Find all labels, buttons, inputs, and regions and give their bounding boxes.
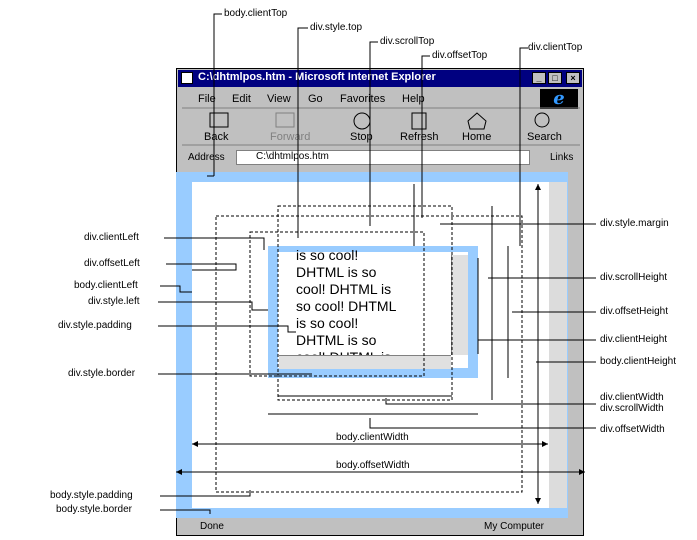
label-body-offsetwidth: body.offsetWidth	[336, 460, 410, 471]
label-div-clientleft: div.clientLeft	[84, 232, 139, 243]
links-button[interactable]: Links	[550, 152, 574, 163]
label-div-clienttop: div.clientTop	[528, 42, 583, 53]
label-div-style-left: div.style.left	[88, 296, 140, 307]
stop-icon	[353, 112, 371, 130]
label-div-offsetwidth: div.offsetWidth	[600, 424, 665, 435]
label-body-clientheight: body.clientHeight	[600, 356, 676, 367]
address-input[interactable]	[236, 150, 530, 165]
title-bar	[178, 70, 582, 87]
menu-file[interactable]: File	[198, 93, 216, 105]
ie-logo-icon: e	[540, 89, 578, 109]
status-my-computer: My Computer	[484, 521, 545, 532]
label-div-scrollwidth: div.scrollWidth	[600, 403, 664, 414]
label-body-style-border: body.style.border	[56, 504, 132, 515]
label-div-offsettop: div.offsetTop	[432, 50, 488, 61]
forward-arrow-icon	[275, 112, 295, 128]
back-button[interactable]: Back	[204, 131, 229, 143]
menu-view[interactable]: View	[267, 93, 291, 105]
label-div-style-padding: div.style.padding	[58, 320, 132, 331]
div-scroll-text: is so cool! DHTML is so cool! DHTML is s…	[296, 247, 397, 355]
address-label: Address	[188, 152, 225, 163]
label-div-clientwidth: div.clientWidth	[600, 392, 664, 403]
stop-button[interactable]: Stop	[350, 131, 373, 143]
menu-help[interactable]: Help	[402, 93, 425, 105]
label-div-offsetheight: div.offsetHeight	[600, 306, 669, 317]
home-button[interactable]: Home	[462, 131, 492, 143]
home-icon	[467, 112, 487, 130]
close-button[interactable]: ×	[566, 72, 580, 84]
label-div-clientheight: div.clientHeight	[600, 334, 668, 345]
menu-edit[interactable]: Edit	[232, 93, 251, 105]
label-div-style-top: div.style.top	[310, 22, 363, 33]
menu-go[interactable]: Go	[308, 93, 323, 105]
label-body-clientwidth: body.clientWidth	[336, 432, 409, 443]
window-title: C:\dhtmlpos.htm - Microsoft Internet Exp…	[198, 71, 436, 83]
ie-window-icon	[181, 72, 193, 84]
label-body-style-padding: body.style.padding	[50, 490, 133, 501]
div-horizontal-scrollbar[interactable]	[279, 355, 451, 369]
label-div-scrolltop: div.scrollTop	[380, 36, 435, 47]
forward-button[interactable]: Forward	[270, 131, 311, 143]
search-button[interactable]: Search	[527, 131, 562, 143]
status-bar	[178, 518, 582, 534]
address-value: C:\dhtmlpos.htm	[256, 151, 329, 162]
status-done: Done	[200, 521, 224, 532]
label-body-clientleft: body.clientLeft	[74, 280, 138, 291]
label-div-offsetleft: div.offsetLeft	[84, 258, 140, 269]
back-arrow-icon	[209, 112, 229, 128]
menu-favorites[interactable]: Favorites	[340, 93, 386, 105]
minimize-button[interactable]: _	[532, 72, 546, 84]
label-div-scrollheight: div.scrollHeight	[600, 272, 668, 283]
search-icon	[534, 112, 550, 128]
refresh-button[interactable]: Refresh	[400, 131, 439, 143]
maximize-button[interactable]: □	[548, 72, 562, 84]
body-vertical-scrollbar[interactable]	[549, 182, 567, 508]
div-client-area	[278, 252, 468, 368]
label-div-style-margin: div.style.margin	[600, 218, 669, 229]
label-body-clienttop: body.clientTop	[224, 8, 288, 19]
refresh-icon	[411, 112, 427, 130]
label-div-style-border: div.style.border	[68, 368, 136, 379]
